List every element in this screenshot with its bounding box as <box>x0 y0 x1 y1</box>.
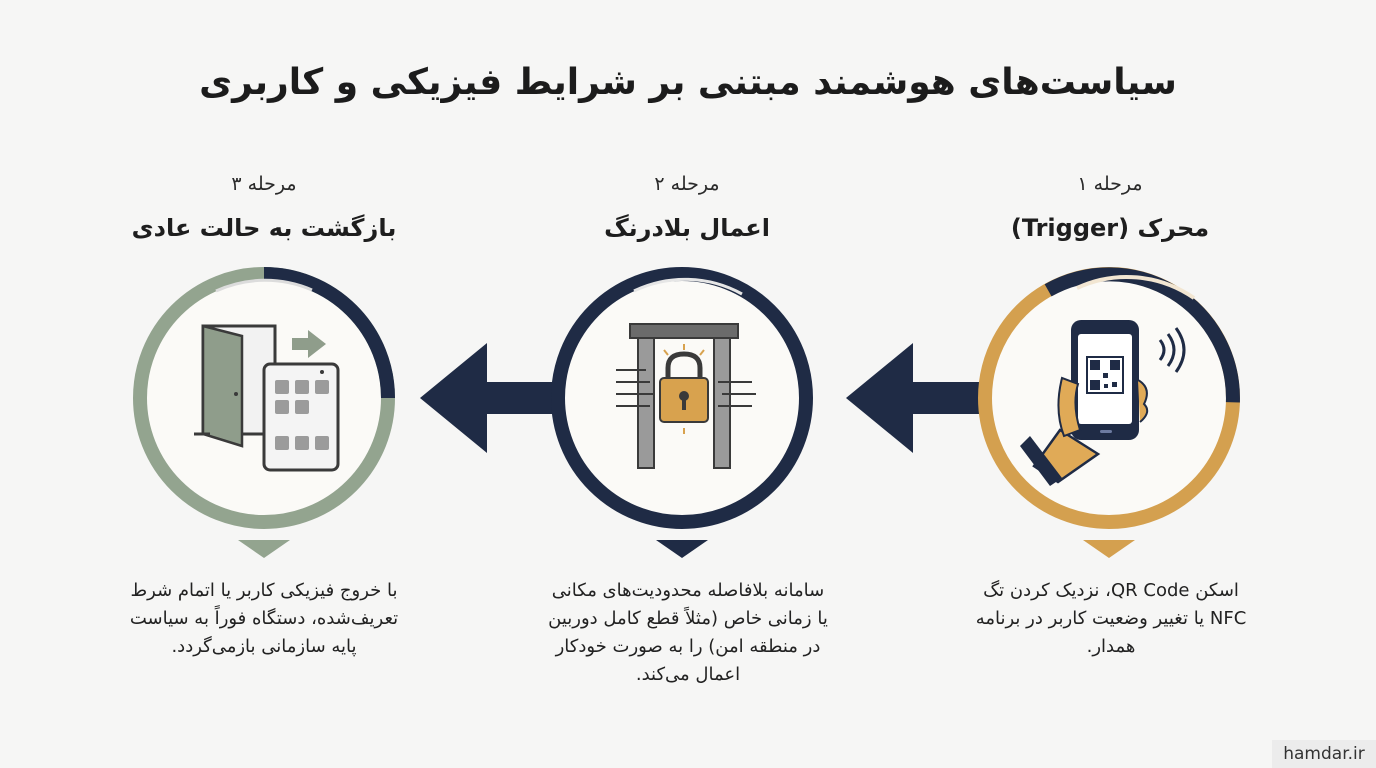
step-3-description-line: تعریف‌شده، دستگاه فوراً به سیاست <box>129 608 399 629</box>
step-1-label: مرحله ۱ <box>1077 173 1143 195</box>
step-2-description-line: سامانه بلافاصله محدودیت‌های مکانی <box>551 580 825 601</box>
page-title: سیاست‌های هوشمند مبتنی بر شرایط فیزیکی و… <box>199 62 1177 103</box>
step-2-title: اعمال بلادرنگ <box>604 214 770 242</box>
step-3-title: بازگشت به حالت عادی <box>131 214 397 242</box>
step-1-description-line: NFC یا تغییر وضعیت کاربر در برنامه <box>975 608 1247 629</box>
step-1-description-line: همدار. <box>1086 636 1136 657</box>
step-2-description-line: در منطقه امن) را به صورت خودکار <box>555 636 821 657</box>
phone-qr-scan-icon <box>1020 320 1186 486</box>
step-3-description-line: پایه سازمانی بازمی‌گردد. <box>171 636 357 657</box>
step-1-title: محرک (Trigger) <box>1010 214 1210 242</box>
step-2-description: سامانه بلافاصله محدودیت‌های مکانی یا زما… <box>502 577 874 689</box>
security-gate-lock-icon <box>616 323 756 469</box>
door-exit-phone-icon <box>194 324 340 472</box>
step-2-label: مرحله ۲ <box>654 173 720 195</box>
step-3-description-line: با خروج فیزیکی کاربر یا اتمام شرط <box>130 580 398 601</box>
step-3-description: با خروج فیزیکی کاربر یا اتمام شرط تعریف‌… <box>84 577 444 661</box>
step-1-description-line: اسکن QR Code، نزدیک کردن تگ <box>983 580 1239 601</box>
step-1-description: اسکن QR Code، نزدیک کردن تگ NFC یا تغییر… <box>936 577 1286 661</box>
step-3-label: مرحله ۳ <box>231 173 297 195</box>
step-2-description-line: اعمال می‌کند. <box>635 664 741 685</box>
watermark: hamdar.ir <box>1272 740 1376 768</box>
step-2-description-line: یا زمانی خاص (مثلاً قطع کامل دوربین <box>548 608 828 629</box>
